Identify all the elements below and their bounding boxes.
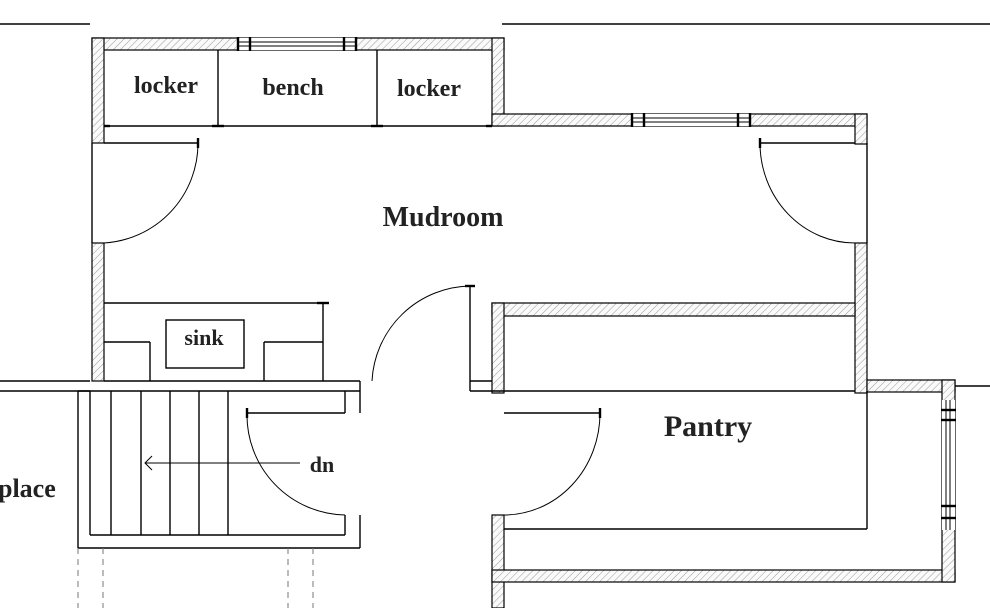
stairs [77,391,345,548]
sink-basin [165,319,245,369]
mudroom-right-wall-upper [854,113,868,145]
partitions [78,380,868,549]
pantry-top-wall [491,302,856,317]
walls [91,37,956,608]
mudroom-label: Mudroom [383,202,504,233]
fireplace-label: place [0,474,56,503]
pantry-label: Pantry [664,410,752,443]
mudroom-step-wall [491,37,505,127]
locker-right-label: locker [397,76,461,102]
doors [91,138,868,516]
exterior-lines [0,23,990,392]
locker-left-label: locker [134,73,198,99]
pantry-left-wall-lower [491,514,505,608]
mudroom-left-wall-upper [91,37,105,144]
bench-label: bench [262,75,323,101]
sink-counter [104,301,329,381]
stair-direction-label: dn [310,452,334,477]
mudroom-right-wall-lower [854,242,868,394]
windows [236,37,956,530]
pantry-left-wall-upper [491,302,505,394]
sink-label: sink [184,325,224,350]
pantry-bottom-wall [491,569,956,583]
locker-bench-unit [104,50,492,128]
below-dashed-lines [77,548,314,608]
mudroom-left-wall-lower [91,242,105,382]
